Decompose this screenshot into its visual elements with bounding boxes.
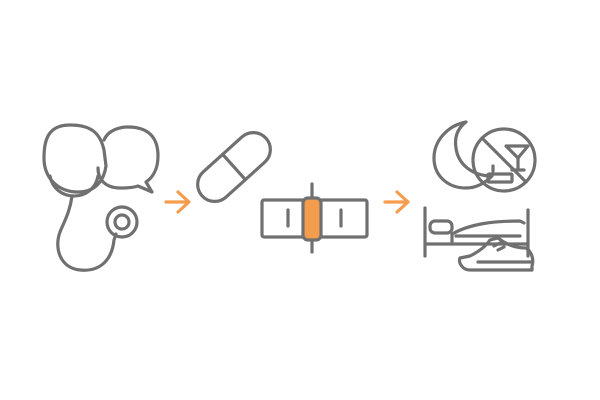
sneaker-icon	[457, 236, 535, 272]
step-medication	[196, 131, 369, 254]
step-consultation	[42, 123, 160, 272]
arrow-right-icon	[164, 190, 191, 214]
arrow-right-icon	[383, 190, 410, 214]
capsule-icon	[196, 131, 272, 203]
pill-blister-icon	[260, 182, 369, 254]
bed-icon	[423, 206, 530, 258]
step-lifestyle	[423, 120, 537, 272]
moon-icon	[432, 120, 494, 190]
speech-bubbles-icon	[42, 123, 160, 194]
stethoscope-icon	[48, 174, 139, 272]
no-alcohol-no-smoking-icon	[471, 127, 537, 193]
